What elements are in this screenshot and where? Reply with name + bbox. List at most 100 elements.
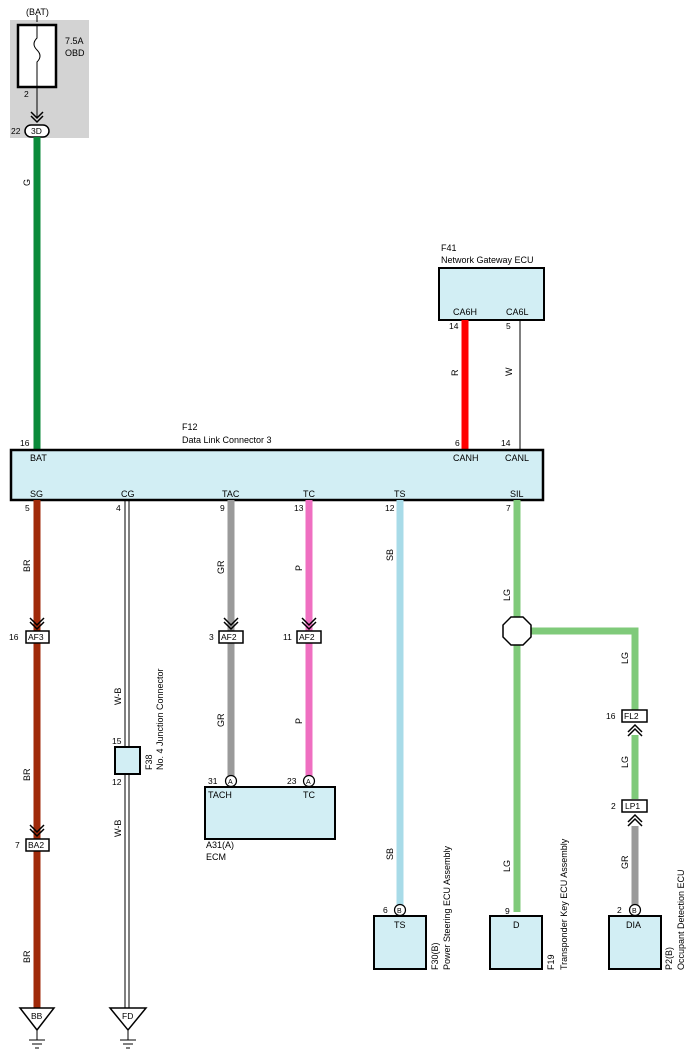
wire-gr-label-2: GR bbox=[216, 713, 226, 727]
wire-br-label-1: BR bbox=[22, 559, 32, 572]
wire-sb-label-2: SB bbox=[385, 848, 395, 860]
jb-connector-label: 3D bbox=[31, 126, 42, 136]
dlc-terminal-ts: TS bbox=[394, 489, 406, 499]
dlc-terminal-cg: CG bbox=[121, 489, 135, 499]
ps-ecu-code: F30(B) bbox=[430, 942, 440, 970]
connector-chevron-icon bbox=[627, 723, 643, 737]
ps-ecu-pin: 6 bbox=[383, 905, 388, 915]
ground-bb-label: BB bbox=[31, 1011, 43, 1021]
ground-bb-icon bbox=[18, 1007, 56, 1032]
connector-lp1-label: LP1 bbox=[625, 801, 640, 811]
ecm-name: ECM bbox=[206, 852, 226, 862]
gateway-code: F41 bbox=[441, 243, 457, 253]
wire-sb-label-1: SB bbox=[385, 549, 395, 561]
ground-fd-label: FD bbox=[122, 1011, 133, 1021]
dlc-pin-bat: 16 bbox=[20, 438, 30, 448]
wire-lg-label-1: LG bbox=[502, 589, 512, 601]
tk-ecu-box bbox=[489, 915, 543, 970]
connector-chevron-icon bbox=[301, 617, 317, 631]
wire-wb-label-1: W-B bbox=[113, 688, 123, 705]
dlc-pin-tc: 13 bbox=[294, 503, 304, 513]
connector-lp1-pin: 2 bbox=[611, 801, 616, 811]
wire-br-label-3: BR bbox=[22, 950, 32, 963]
connector-lp1-badge bbox=[621, 799, 648, 813]
fuse-icon bbox=[33, 25, 41, 87]
wire-lg-label-3: LG bbox=[620, 652, 630, 664]
fuse-pin: 2 bbox=[24, 89, 29, 99]
connector-af2-tac-label: AF2 bbox=[221, 632, 237, 642]
dlc-pin-cg: 4 bbox=[116, 503, 121, 513]
connector-chevron-icon bbox=[223, 617, 239, 631]
wire-wb-label-2: W-B bbox=[113, 820, 123, 837]
connector-af2-tc-label: AF2 bbox=[299, 632, 315, 642]
connector-af3-badge bbox=[25, 630, 50, 644]
connector-ba2-label: BA2 bbox=[28, 840, 44, 850]
dlc-terminal-tc: TC bbox=[303, 489, 315, 499]
ps-ecu-connector-letter: B bbox=[397, 908, 402, 915]
od-ecu-name: Occupant Detection ECU bbox=[676, 869, 686, 970]
ecm-pin-tach: 31 bbox=[208, 776, 218, 786]
od-ecu-connector-letter: B bbox=[632, 908, 637, 915]
wire-gr-label-3: GR bbox=[620, 855, 630, 869]
junction-connector-box bbox=[114, 746, 141, 775]
wire-w-label: W bbox=[504, 367, 514, 376]
dlc-connector-box bbox=[9, 448, 545, 502]
junction-code: F38 bbox=[144, 754, 154, 770]
dlc-terminal-tac: TAC bbox=[222, 489, 240, 499]
ground-fd-icon bbox=[108, 1007, 148, 1032]
dlc-terminal-sil: SIL bbox=[510, 489, 524, 499]
connector-af2-tac-pin: 3 bbox=[209, 632, 214, 642]
connector-af2-tc-badge bbox=[296, 630, 322, 644]
dlc-terminal-canh: CANH bbox=[453, 453, 479, 463]
wire-lg-label-2: LG bbox=[502, 860, 512, 872]
tk-ecu-pin: 9 bbox=[505, 906, 510, 916]
junction-name: No. 4 Junction Connector bbox=[155, 668, 165, 770]
ps-ecu-terminal: TS bbox=[394, 920, 406, 930]
gateway-pin-ca6h: 14 bbox=[449, 321, 459, 331]
dlc-pin-canl: 14 bbox=[501, 438, 511, 448]
connector-af2-tac-badge bbox=[218, 630, 244, 644]
ecm-code: A31(A) bbox=[206, 840, 234, 850]
gateway-name: Network Gateway ECU bbox=[441, 255, 534, 265]
dlc-pin-ts: 12 bbox=[385, 503, 395, 513]
gateway-terminal-ca6h: CA6H bbox=[453, 307, 477, 317]
connector-af3-label: AF3 bbox=[28, 632, 44, 642]
connector-fl2-badge bbox=[621, 709, 648, 723]
ecm-terminal-tc: TC bbox=[303, 790, 315, 800]
dlc-pin-canh: 6 bbox=[455, 438, 460, 448]
od-ecu-box bbox=[608, 915, 662, 970]
connector-af3-pin: 16 bbox=[9, 632, 19, 642]
fuse-name: OBD bbox=[65, 48, 85, 58]
jb-pin: 22 bbox=[11, 126, 21, 136]
junction-pin-top: 15 bbox=[112, 736, 122, 746]
ecm-connector-letter-1: A bbox=[228, 779, 233, 786]
dlc-pin-sg: 5 bbox=[25, 503, 30, 513]
connector-chevron-icon bbox=[29, 824, 45, 838]
tk-ecu-name: Transponder Key ECU Assembly bbox=[559, 838, 569, 970]
connector-fl2-pin: 16 bbox=[606, 711, 616, 721]
ps-ecu-name: Power Steering ECU Assembly bbox=[442, 845, 452, 970]
ecm-box bbox=[204, 786, 336, 840]
wire-lg-branch bbox=[517, 627, 639, 710]
ecm-terminal-tach: TACH bbox=[208, 790, 232, 800]
od-ecu-pin: 2 bbox=[617, 905, 622, 915]
od-ecu-code: P2(B) bbox=[664, 947, 674, 970]
wire-lg-label-4: LG bbox=[620, 756, 630, 768]
gateway-terminal-ca6l: CA6L bbox=[506, 307, 529, 317]
ps-ecu-box bbox=[373, 915, 427, 970]
ecm-connector-letter-2: A bbox=[306, 779, 311, 786]
connector-af2-tc-pin: 11 bbox=[283, 632, 292, 642]
od-ecu-terminal: DIA bbox=[626, 920, 641, 930]
connector-chevron-icon bbox=[30, 111, 44, 124]
tk-ecu-terminal: D bbox=[513, 920, 520, 930]
tk-ecu-code: F19 bbox=[546, 954, 556, 970]
connector-ba2-badge bbox=[25, 838, 50, 852]
connector-fl2-label: FL2 bbox=[624, 711, 639, 721]
dlc-terminal-bat: BAT bbox=[30, 453, 47, 463]
gateway-ecu-box bbox=[438, 267, 545, 321]
dlc-code: F12 bbox=[182, 422, 198, 432]
connector-chevron-icon bbox=[627, 813, 643, 827]
dlc-terminal-canl: CANL bbox=[505, 453, 529, 463]
connector-ba2-pin: 7 bbox=[15, 840, 20, 850]
